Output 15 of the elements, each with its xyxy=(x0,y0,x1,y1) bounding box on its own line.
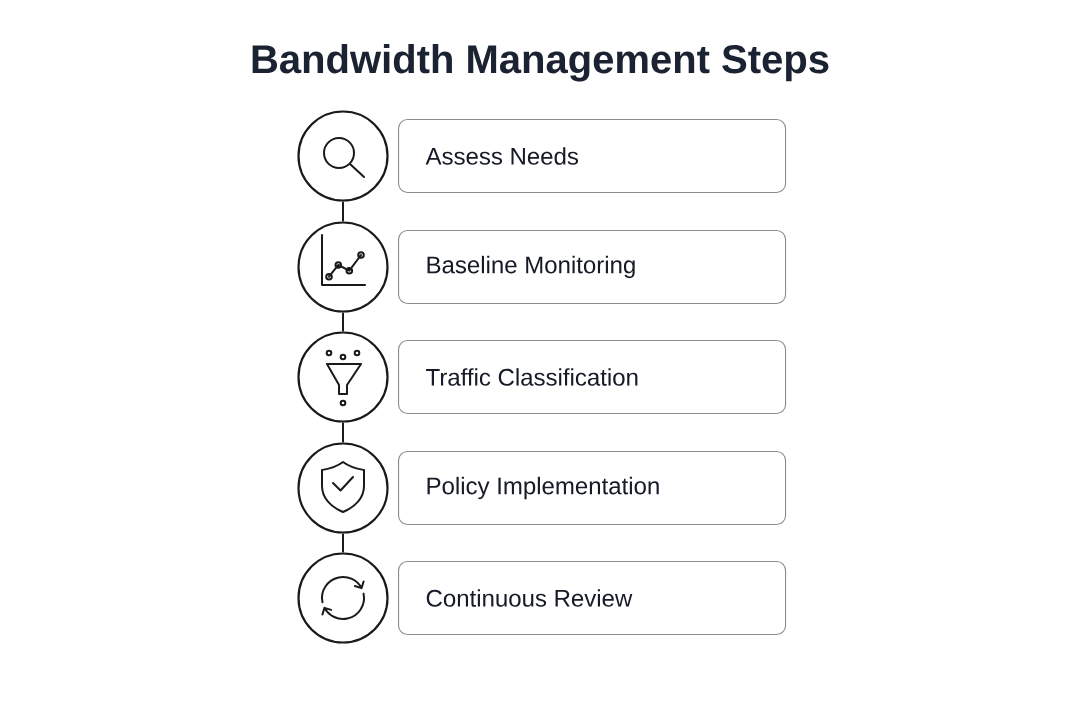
step-circle xyxy=(297,442,389,534)
connector-line xyxy=(342,311,344,333)
connector-line xyxy=(342,200,344,223)
step-box: Traffic Classification xyxy=(398,339,787,415)
connector-line xyxy=(342,421,344,444)
step-box: Assess Needs xyxy=(398,118,787,194)
title: Bandwidth Management Steps xyxy=(252,44,829,82)
step-box: Baseline Monitoring xyxy=(398,229,787,305)
step-circle xyxy=(297,110,389,202)
step-circle xyxy=(297,331,389,423)
step-circle xyxy=(297,552,389,644)
step-circle xyxy=(297,221,389,313)
step-box: Policy Implementation xyxy=(398,450,787,526)
step-box: Continuous Review xyxy=(398,560,787,636)
connector-line xyxy=(342,532,344,554)
